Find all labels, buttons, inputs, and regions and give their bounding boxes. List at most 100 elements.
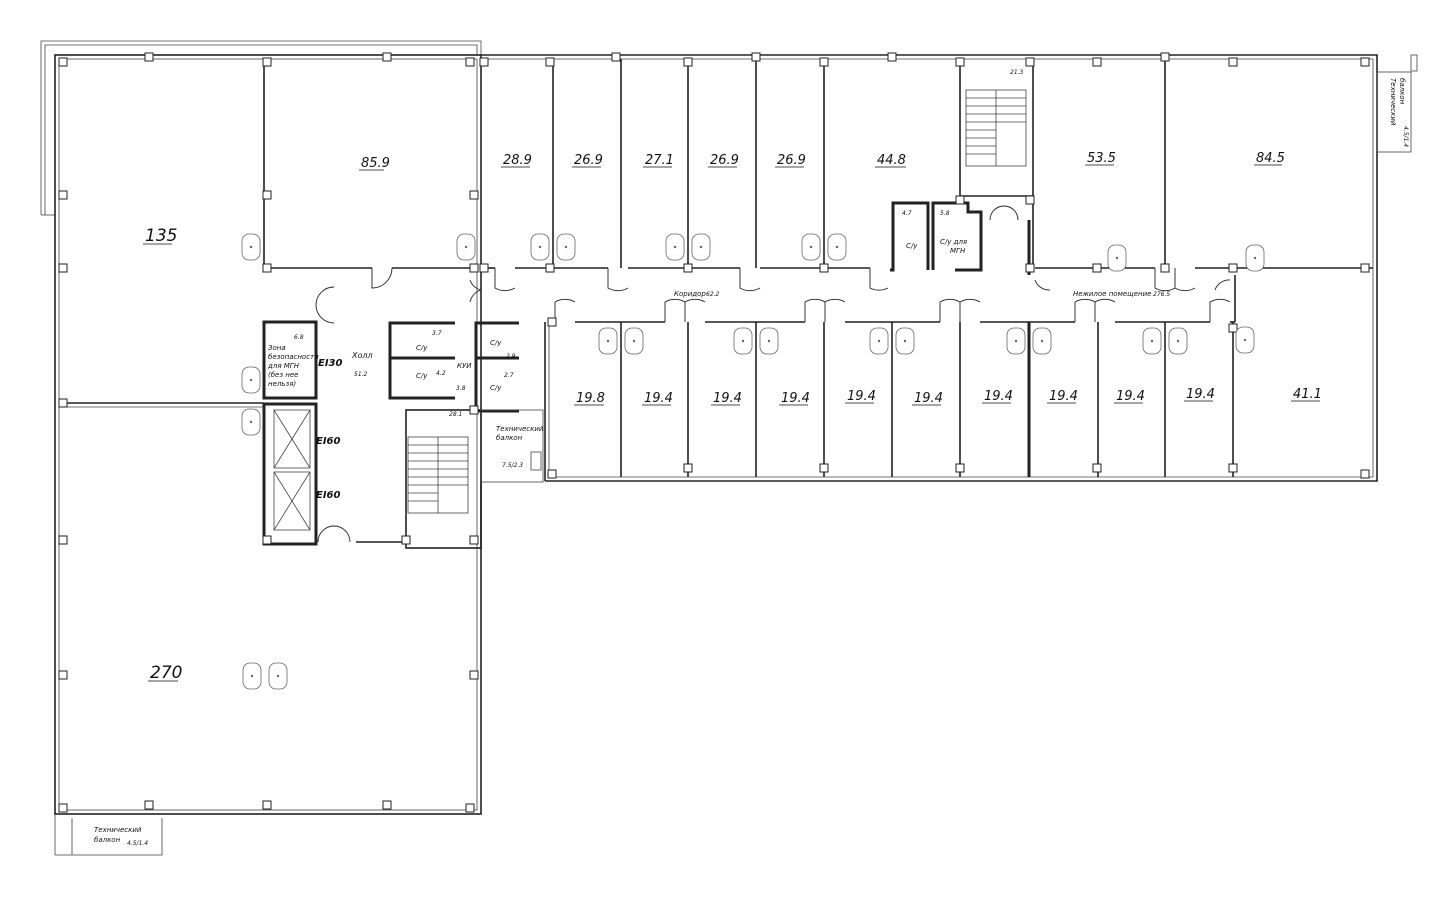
area-label-s2: 19.4	[644, 391, 673, 406]
column-10	[58, 803, 68, 813]
south-area-labels: 19.8 19.4 19.4 19.4 19.4 19.4 19.4 19.4 …	[574, 387, 1322, 406]
column-27	[819, 57, 829, 67]
east-block-walls	[481, 54, 1418, 482]
tb-sw-area: 4.5/1.4	[127, 840, 148, 847]
column-33	[1228, 57, 1238, 67]
sink-drain-15	[741, 339, 745, 343]
sink-drain-18	[903, 339, 907, 343]
column-20	[469, 535, 479, 545]
area-label-n4: 26.9	[710, 153, 739, 168]
column-14	[262, 800, 272, 810]
column-3	[382, 52, 392, 62]
area-label-s11: 41.1	[1293, 387, 1322, 402]
tb-sw-label-1: Технический	[94, 826, 142, 834]
column-5	[58, 190, 68, 200]
wc1-area: 4.7	[902, 210, 912, 217]
west-area-labels: 135 85.9 270	[143, 156, 390, 683]
area-label-n8: 84.5	[1256, 151, 1285, 166]
wc6-label: С/у	[490, 384, 502, 392]
sink-drain-14	[632, 339, 636, 343]
sink-drain-9	[673, 245, 677, 249]
safety-label-5: нельзя)	[268, 380, 296, 388]
sink-drain-13	[606, 339, 610, 343]
column-32	[1160, 52, 1170, 62]
sw-balcony-walls	[54, 814, 163, 856]
sink-drain-7	[538, 245, 542, 249]
wc1-label: С/у	[906, 242, 918, 250]
column-13	[144, 800, 154, 810]
area-label-n6: 44.8	[877, 153, 906, 168]
area-label-135: 135	[145, 226, 177, 246]
column-1	[144, 52, 154, 62]
safety-label-1: Зона	[268, 344, 286, 352]
wc5-label: С/у	[490, 339, 502, 347]
sink-drain-1	[464, 245, 468, 249]
wc3-area: 3.7	[432, 330, 442, 337]
column-19	[262, 535, 272, 545]
sink-drain-20	[1040, 339, 1044, 343]
column-11	[469, 190, 479, 200]
column-22	[479, 57, 489, 67]
fire-rating-e160b: EI60	[316, 490, 341, 501]
safety-label-3: для МГН	[267, 362, 300, 370]
column-38	[819, 263, 829, 273]
column-51	[547, 317, 557, 327]
area-label-s9: 19.4	[1116, 389, 1145, 404]
sink-drain-4	[1243, 338, 1247, 342]
fire-rating-e130: EI30	[318, 358, 343, 369]
wc5-area: 2.9	[506, 353, 516, 360]
area-label-n5: 26.9	[777, 153, 806, 168]
tb-sw-label-2: балкон	[94, 836, 121, 844]
sink-drain-6	[249, 420, 253, 424]
column-12	[469, 263, 479, 273]
column-43	[1360, 263, 1370, 273]
column-25	[683, 57, 693, 67]
sink-drain-16	[767, 339, 771, 343]
kui-label: КУИ	[457, 362, 472, 370]
area-label-s7: 19.4	[984, 389, 1013, 404]
column-26	[751, 52, 761, 62]
hall-label: Холл	[351, 351, 373, 360]
column-48	[1092, 463, 1102, 473]
column-39	[1025, 263, 1035, 273]
column-8	[58, 535, 68, 545]
column-9	[58, 670, 68, 680]
sink-drain-12	[835, 245, 839, 249]
column-16	[465, 803, 475, 813]
column-29	[955, 57, 965, 67]
wc2-label-line1: С/у для	[940, 238, 967, 246]
tb-ne-area: 4.5/1.4	[1402, 126, 1409, 147]
tb-mid-label-2: балкон	[496, 434, 523, 442]
column-53	[955, 195, 965, 205]
column-41	[1160, 263, 1170, 273]
corridor-area: 62.2	[706, 291, 720, 298]
area-label-n2: 26.9	[574, 153, 603, 168]
area-label-n1: 28.9	[503, 153, 532, 168]
area-label-85-9: 85.9	[361, 156, 390, 171]
north-area-labels: 28.9 26.9 27.1 26.9 26.9 44.8 53.5 84.5	[501, 151, 1285, 168]
core-walls	[262, 320, 544, 549]
column-15	[382, 800, 392, 810]
safety-label-4: (без нее	[268, 371, 299, 379]
column-28	[887, 52, 897, 62]
column-4	[465, 57, 475, 67]
safety-label-2: безопасности	[268, 353, 319, 361]
column-34	[1360, 57, 1370, 67]
sink-drain-19	[1014, 339, 1018, 343]
sink-drain-10	[699, 245, 703, 249]
sink-drain-17	[877, 339, 881, 343]
column-55	[401, 535, 411, 545]
area-label-n7: 53.5	[1087, 151, 1116, 166]
column-6	[58, 263, 68, 273]
column-35	[479, 263, 489, 273]
service-labels: 21.3 4.7 С/у 5.8 С/у для МГН Коридор 62.…	[94, 69, 1409, 847]
wc2-area: 5.8	[940, 210, 950, 217]
tb-mid-label-1: Технический	[496, 425, 544, 433]
safety-area: 6.8	[294, 334, 304, 341]
column-44	[547, 469, 557, 479]
sink-drain-2	[1115, 256, 1119, 260]
structural-columns	[58, 52, 1370, 813]
column-45	[683, 463, 693, 473]
fire-rating-e160a: EI60	[316, 436, 341, 447]
column-21	[469, 670, 479, 680]
